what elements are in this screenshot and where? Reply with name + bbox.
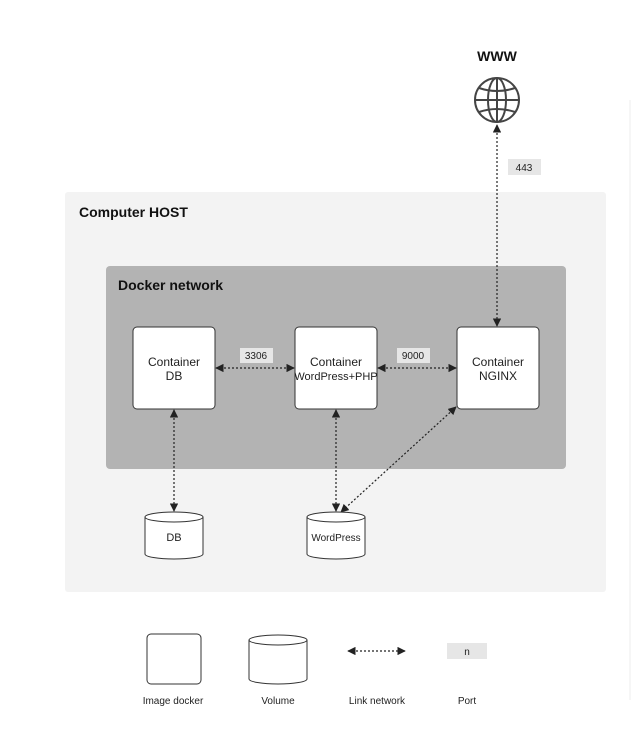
container-nginx: [456, 326, 540, 410]
volume-wordpress-label: WordPress: [311, 533, 360, 544]
legend-port-swatch: [447, 643, 487, 659]
container-db-line1: Container: [148, 355, 200, 369]
port-badge-443: [508, 159, 541, 175]
port-label-443: 443: [516, 163, 533, 174]
host-title: Computer HOST: [79, 204, 188, 220]
container-wordpress-line1: Container: [310, 355, 362, 369]
volume-db: [144, 511, 204, 560]
legend-volume-label: Volume: [261, 696, 295, 707]
legend-volume-swatch: [248, 634, 308, 685]
container-wordpress: [294, 326, 378, 410]
legend-link-label: Link network: [349, 696, 406, 707]
www-label: WWW: [477, 48, 517, 64]
container-db: [132, 326, 216, 410]
legend-image-swatch: [146, 633, 202, 685]
docker-network-title: Docker network: [118, 277, 223, 293]
volume-wordpress: [306, 511, 366, 560]
container-nginx-line1: Container: [472, 355, 524, 369]
container-nginx-line2: NGINX: [479, 369, 517, 383]
port-label-9000: 9000: [402, 351, 425, 362]
volume-db-label: DB: [166, 532, 181, 544]
legend-image-label: Image docker: [143, 696, 204, 707]
legend-port-label: Port: [458, 696, 477, 707]
port-label-3306: 3306: [245, 351, 268, 362]
legend: Image docker Volume Link network n Port: [143, 633, 487, 707]
legend-port-sample: n: [464, 647, 470, 658]
port-badge-3306: [240, 348, 273, 363]
globe-icon: [474, 77, 520, 123]
container-db-line2: DB: [166, 369, 183, 383]
link-nginx-volume: [340, 406, 457, 513]
container-wordpress-line2: WordPress+PHP: [294, 371, 377, 383]
port-badge-9000: [397, 348, 430, 363]
